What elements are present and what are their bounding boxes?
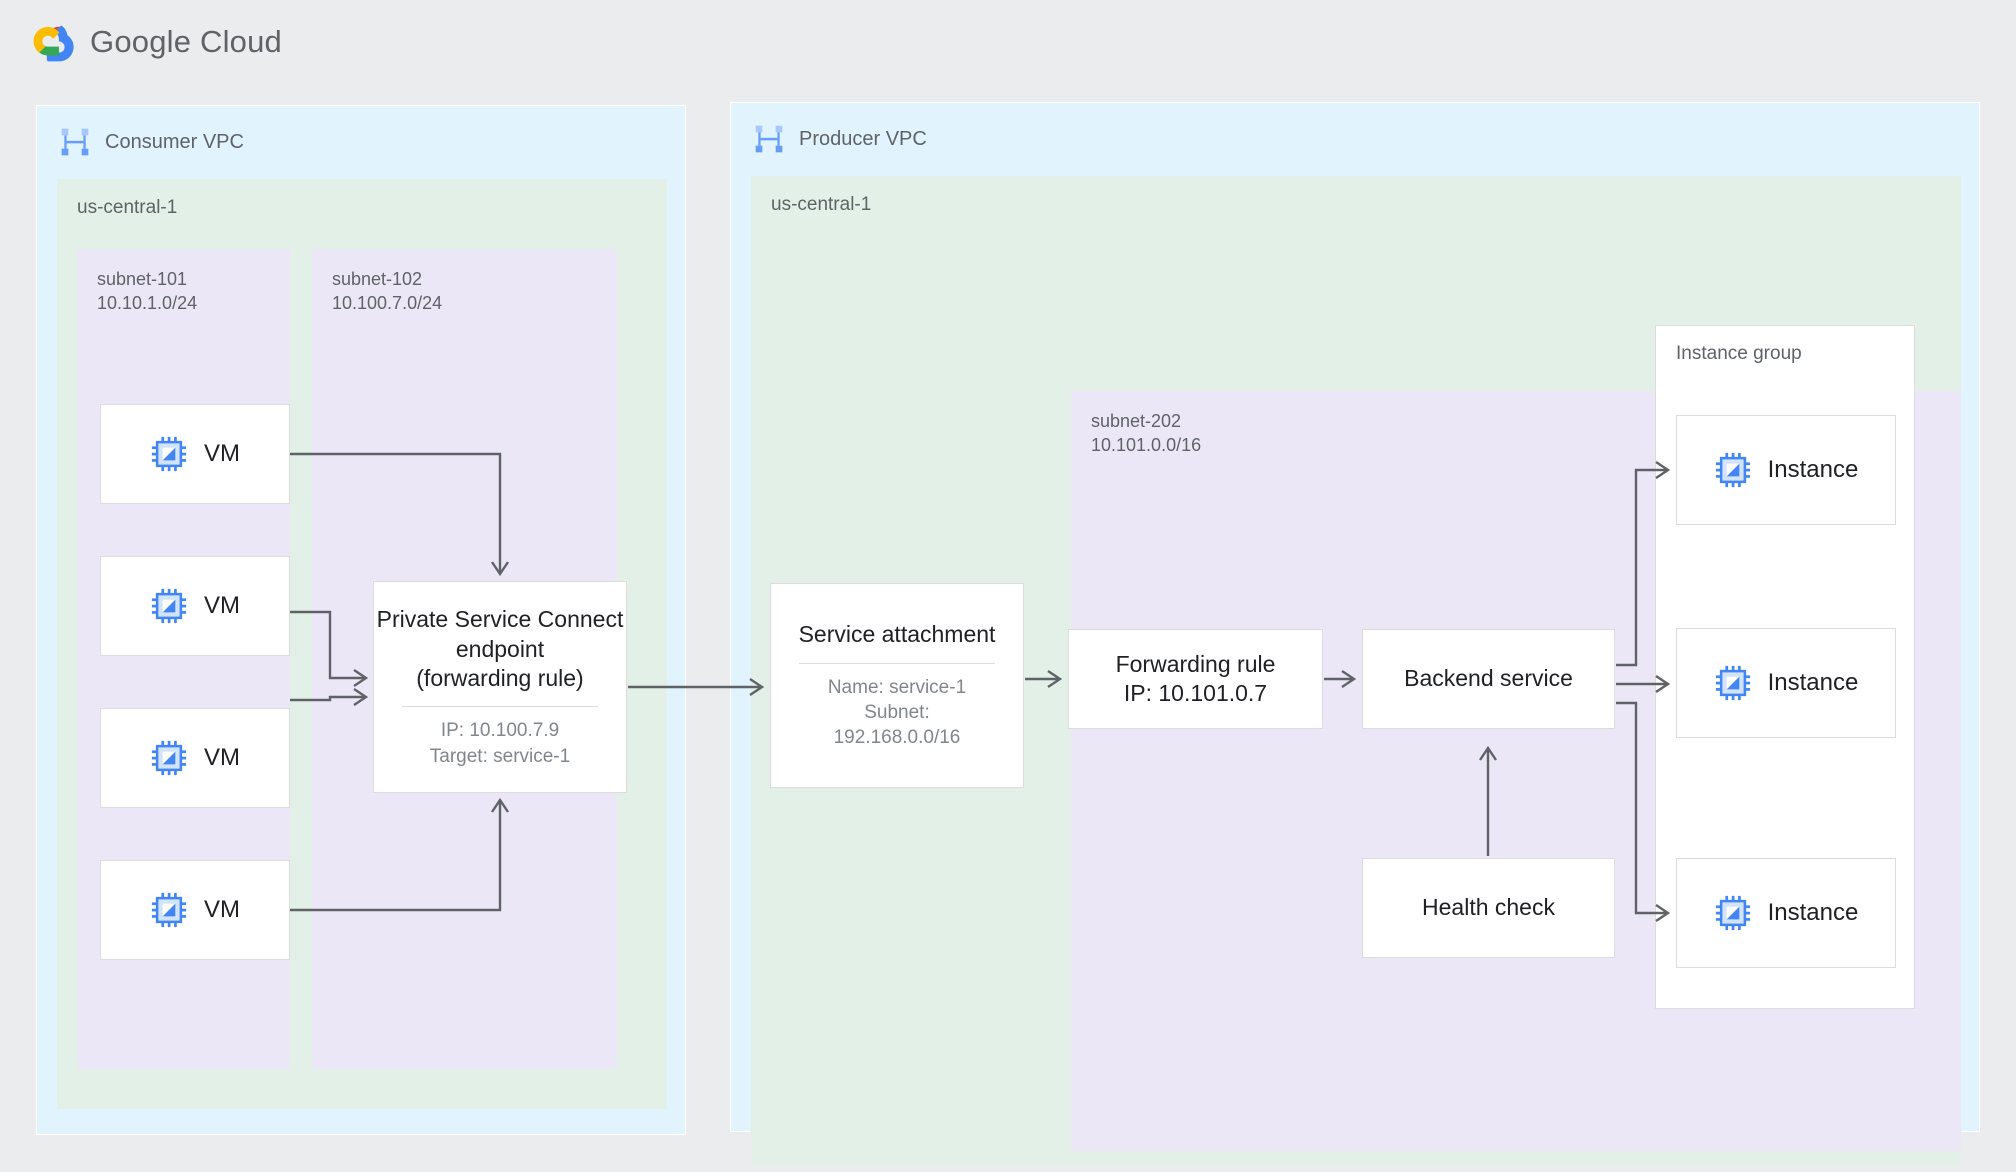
psc-endpoint-card[interactable]: Private Service Connect endpoint (forwar… <box>373 581 627 793</box>
consumer-vpc-header: Consumer VPC <box>59 126 244 158</box>
instance-group-label: Instance group <box>1676 343 1802 364</box>
instance-node-3-label: Instance <box>1767 899 1859 926</box>
card-divider <box>401 706 599 708</box>
forwarding-rule-card[interactable]: Forwarding rule IP: 10.101.0.7 <box>1068 629 1323 729</box>
backend-service-card[interactable]: Backend service <box>1362 629 1615 729</box>
instance-node-1-label: Instance <box>1767 456 1859 483</box>
brand-title: Google Cloud <box>90 24 282 59</box>
vm-node-1[interactable]: VM <box>100 404 290 504</box>
instance-node-3[interactable]: Instance <box>1676 858 1896 968</box>
instance-node-2[interactable]: Instance <box>1676 628 1896 738</box>
vm-node-3[interactable]: VM <box>100 708 290 808</box>
consumer-vpc-label: Consumer VPC <box>105 130 244 153</box>
vm-instance-icon <box>1715 895 1750 931</box>
vm-node-4[interactable]: VM <box>100 860 290 960</box>
vm-node-3-label: VM <box>204 744 240 771</box>
subnet-102-label: subnet-102 10.100.7.0/24 <box>332 269 443 314</box>
vm-node-2-label: VM <box>204 592 240 619</box>
backend-service-title: Backend service <box>1404 665 1573 692</box>
psc-endpoint-title: Private Service Connect endpoint (forwar… <box>376 606 624 691</box>
instance-node-2-label: Instance <box>1767 669 1859 696</box>
health-check-title: Health check <box>1422 894 1555 921</box>
vm-node-1-label: VM <box>204 440 240 467</box>
vpc-network-icon <box>61 128 89 156</box>
instance-node-1[interactable]: Instance <box>1676 415 1896 525</box>
vm-instance-icon <box>151 892 187 928</box>
forwarding-rule-title: Forwarding rule IP: 10.101.0.7 <box>1115 650 1276 706</box>
producer-vpc-header: Producer VPC <box>753 123 927 155</box>
vpc-network-icon <box>755 125 783 153</box>
consumer-region-label: us-central-1 <box>77 197 178 218</box>
vm-node-2[interactable]: VM <box>100 556 290 656</box>
subnet-101-label: subnet-101 10.10.1.0/24 <box>97 269 198 314</box>
page-header: Google Cloud <box>30 22 282 62</box>
vm-node-4-label: VM <box>204 896 240 923</box>
service-attachment-title: Service attachment <box>798 621 996 648</box>
vm-instance-icon <box>1715 665 1750 701</box>
google-cloud-logo-icon <box>33 25 74 62</box>
vm-instance-icon <box>151 436 187 472</box>
producer-region-label: us-central-1 <box>771 194 872 215</box>
subnet-202-label: subnet-202 10.101.0.0/16 <box>1091 411 1202 456</box>
vm-instance-icon <box>151 588 187 624</box>
card-divider <box>798 662 996 664</box>
psc-endpoint-details: IP: 10.100.7.9 Target: service-1 <box>429 720 571 767</box>
vm-instance-icon <box>1715 452 1750 488</box>
service-attachment-details: Name: service-1 Subnet: 192.168.0.0/16 <box>827 676 967 749</box>
service-attachment-card[interactable]: Service attachment Name: service-1 Subne… <box>770 583 1024 788</box>
vm-instance-icon <box>151 740 187 776</box>
producer-vpc-label: Producer VPC <box>799 127 927 150</box>
health-check-card[interactable]: Health check <box>1362 858 1615 958</box>
